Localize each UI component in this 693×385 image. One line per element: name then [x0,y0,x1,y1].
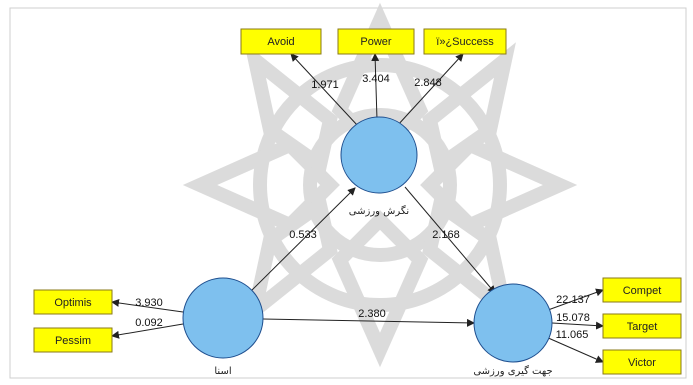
indicator-success[interactable]: ï»¿Success [423,28,507,55]
watermark-logo [182,2,578,368]
indicator-avoid[interactable]: Avoid [240,28,322,55]
indicator-compet-label: Compet [623,285,662,297]
path-arrows [111,53,604,363]
arrow-right-target [551,321,604,330]
indicator-victor[interactable]: Victor [602,349,682,375]
construct-left[interactable]: اسنا [182,277,264,377]
value-right-target: 15.078 [556,312,590,324]
indicator-target-label: Target [627,321,658,333]
indicator-optimis-label: Optimis [54,297,92,309]
value-top-power: 3.404 [362,73,390,85]
indicator-success-label: ï»¿Success [436,36,494,48]
arrow-left-optimis [111,299,184,313]
value-left-pessim: 0.092 [135,317,163,329]
arrow-left-right [262,318,475,327]
value-top-right: 2.168 [432,229,460,241]
arrow-left-pessim [111,323,184,339]
indicator-pessim[interactable]: Pessim [33,327,113,353]
value-top-avoid: 1.971 [311,79,339,91]
value-left-top: 0.533 [289,229,317,241]
indicator-avoid-label: Avoid [267,36,294,48]
arrow-right-compet [547,288,604,311]
indicator-power-label: Power [360,36,392,48]
indicator-victor-label: Victor [628,357,656,369]
arrow-top-avoid [290,53,359,127]
construct-right[interactable]: جهت گیری ورزشی [473,283,553,377]
indicator-power[interactable]: Power [337,28,415,55]
indicator-pessim-label: Pessim [55,335,91,347]
construct-right-label: جهت گیری ورزشی [473,365,552,377]
indicator-compet[interactable]: Compet [602,277,682,303]
indicator-target[interactable]: Target [602,313,682,339]
arrow-right-victor [545,336,604,363]
value-left-right: 2.380 [358,308,386,320]
construct-top-label: نگرش ورزشی [349,205,409,217]
arrow-top-power [371,53,380,121]
value-top-success: 2.848 [414,77,442,89]
arrow-left-top [249,187,356,293]
indicator-optimis[interactable]: Optimis [33,289,113,315]
arrow-top-success [396,53,464,127]
value-right-victor: 11.065 [556,329,589,341]
value-left-optimis: 3.930 [135,297,163,309]
arrow-top-right [404,186,496,294]
construct-top[interactable]: نگرش ورزشی [340,116,418,217]
construct-left-label: اسنا [214,366,231,377]
value-right-compet: 22.137 [556,294,590,306]
